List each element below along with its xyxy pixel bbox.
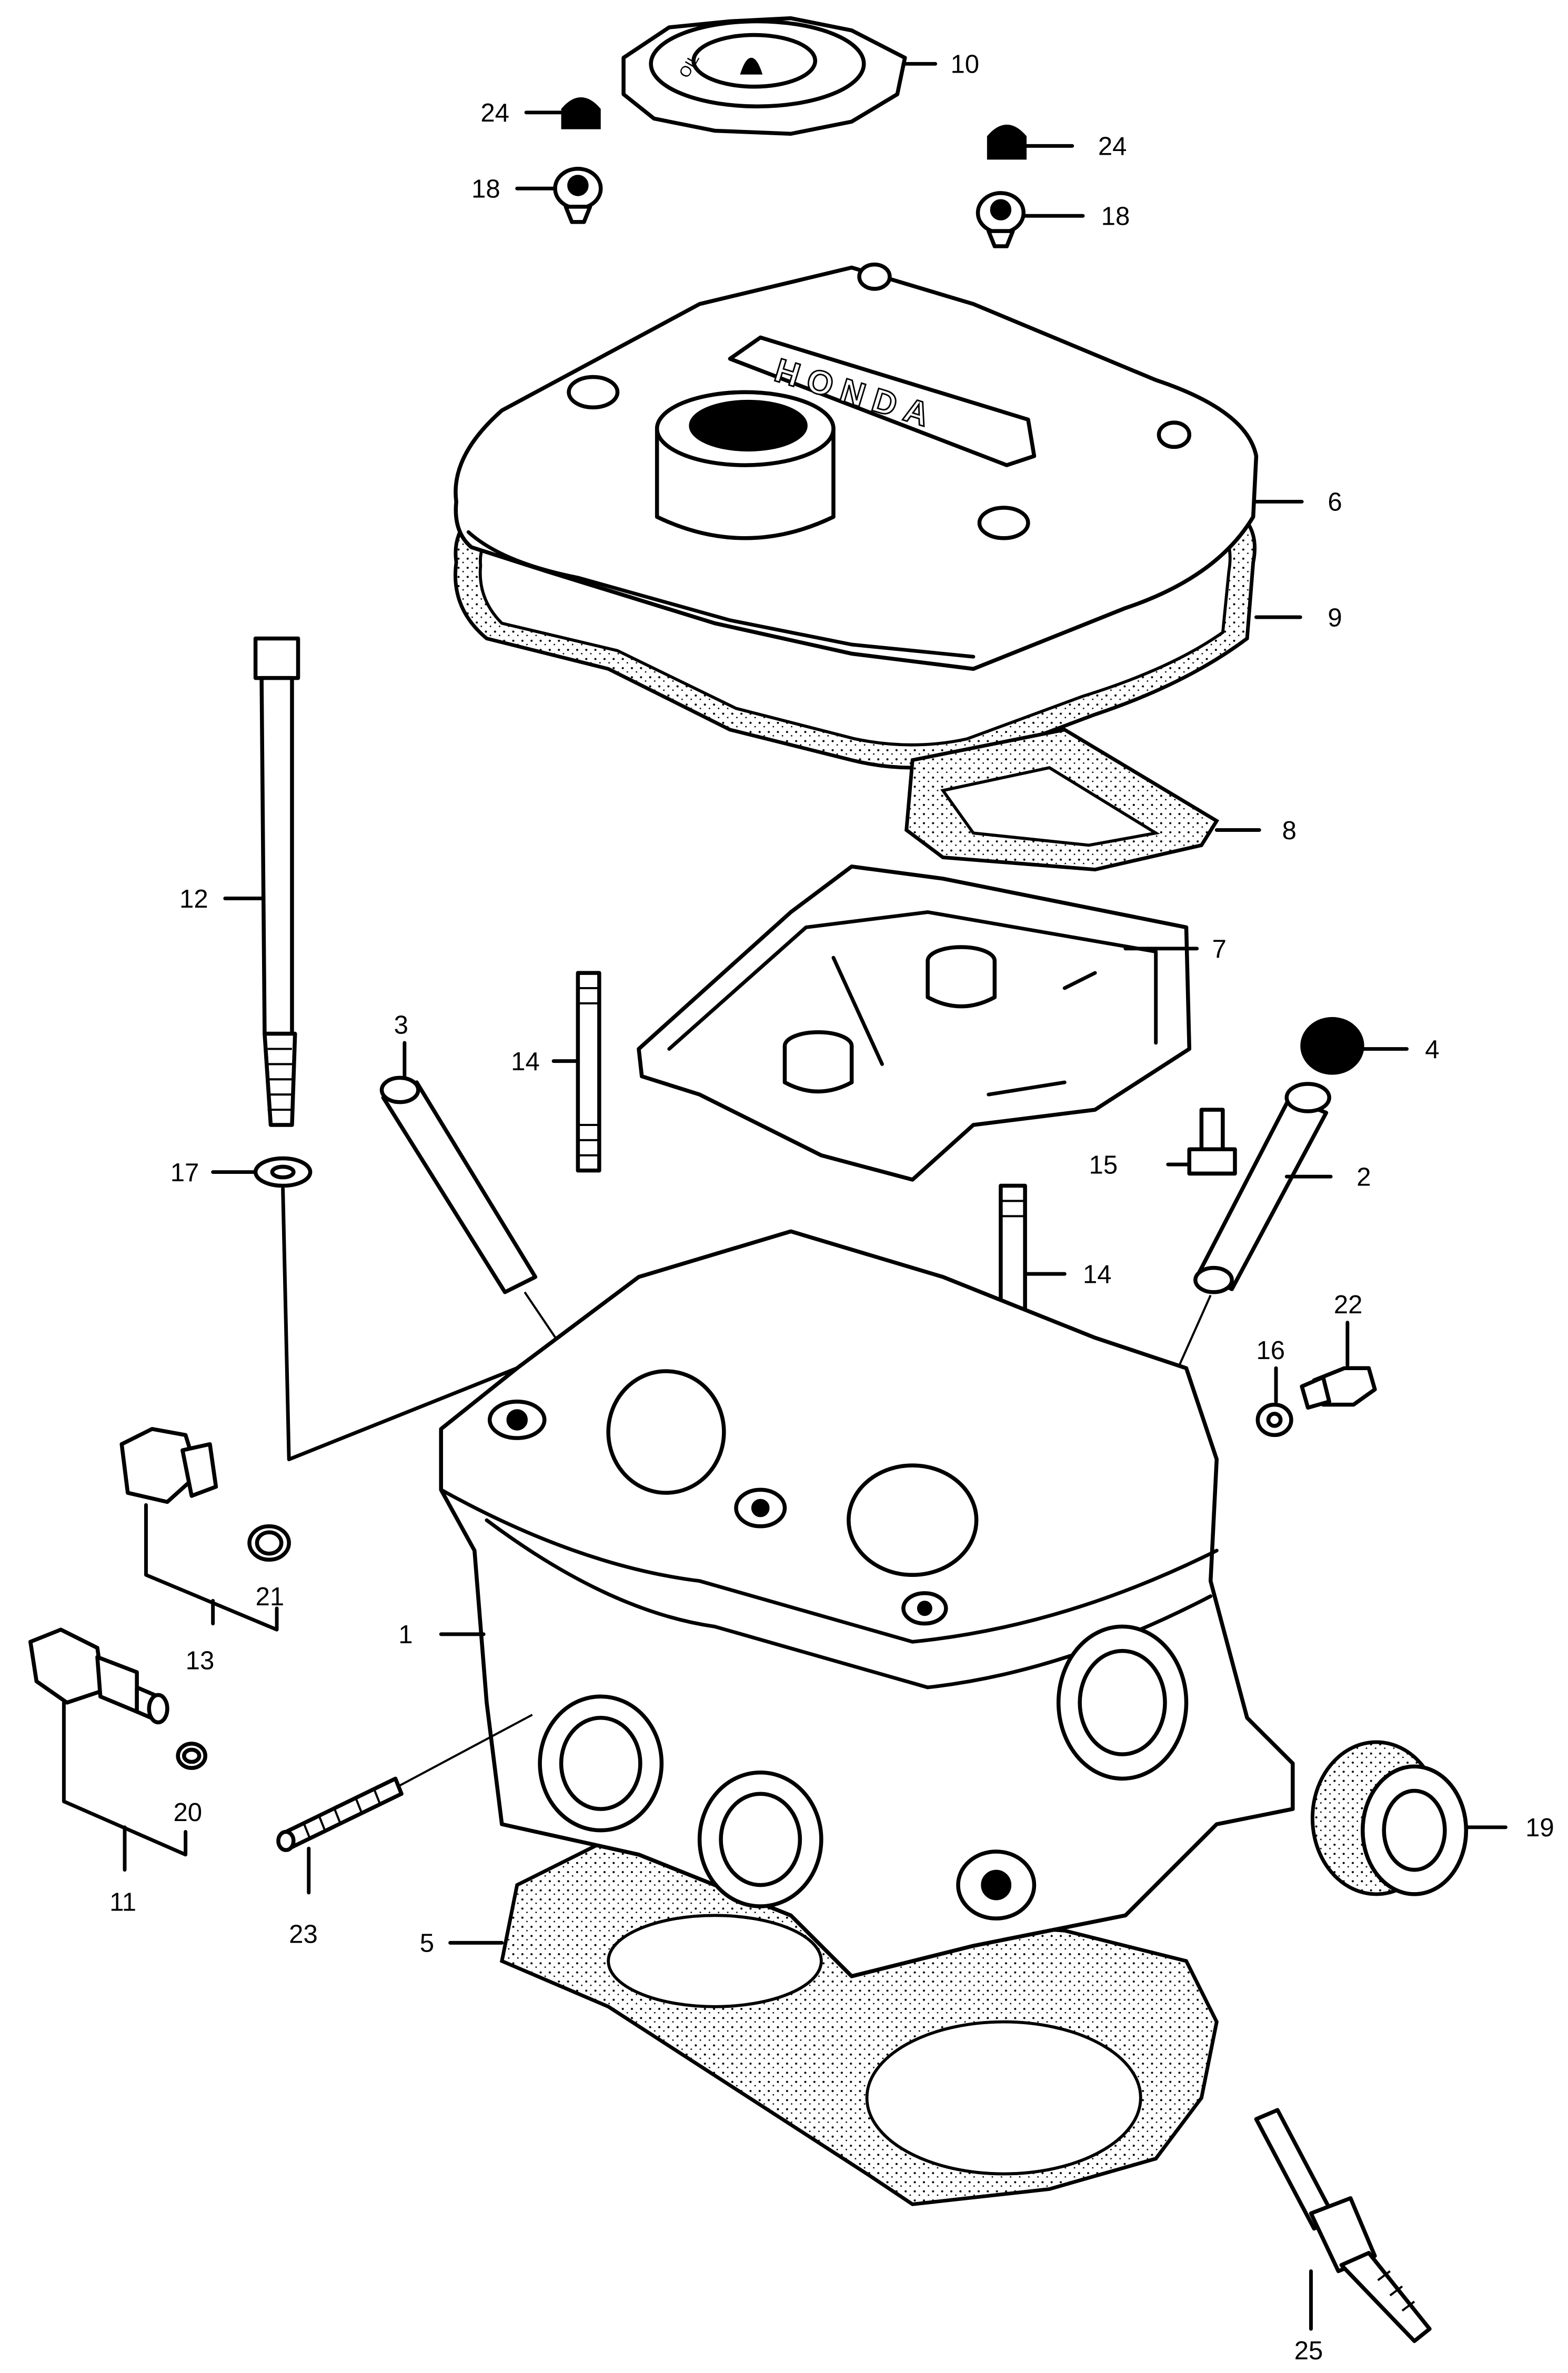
cylinder-head-cover: HONDA	[454, 262, 1259, 671]
callout-12: 12	[179, 885, 208, 913]
cylinder-head-gasket	[499, 1822, 1219, 2206]
callout-3: 3	[394, 1011, 408, 1040]
flange-bolt	[1187, 1108, 1237, 1176]
long-stud-2	[1193, 1082, 1331, 1294]
callout-18-right: 18	[1101, 203, 1130, 231]
callout-4: 4	[1425, 1035, 1439, 1064]
callout-2: 2	[1356, 1163, 1371, 1192]
cap-nut-4	[1300, 1017, 1364, 1075]
washer-16	[1255, 1402, 1293, 1437]
callout-6: 6	[1328, 488, 1342, 517]
oil-seal	[1310, 1740, 1469, 1896]
cap-nut-left	[561, 97, 601, 129]
callout-24-left: 24	[480, 99, 509, 127]
callout-17: 17	[170, 1159, 199, 1187]
callout-25: 25	[1294, 2337, 1323, 2365]
callout-21: 21	[256, 1583, 285, 1611]
callout-15: 15	[1089, 1151, 1118, 1179]
o-ring-21	[247, 1524, 291, 1562]
callout-18-left: 18	[471, 175, 500, 204]
o-ring-20	[176, 1742, 207, 1770]
washer-17	[253, 1156, 313, 1188]
bolt-22	[1300, 1366, 1377, 1410]
temperature-sensor	[28, 1627, 169, 1725]
callout-24-right: 24	[1098, 133, 1127, 161]
callout-1: 1	[398, 1621, 413, 1649]
callout-10: 10	[950, 51, 979, 79]
callout-22: 22	[1334, 1291, 1363, 1319]
callout-16: 16	[1256, 1336, 1285, 1365]
callout-5: 5	[420, 1929, 434, 1958]
separator-gasket	[904, 728, 1220, 872]
callout-19: 19	[1525, 1814, 1554, 1842]
oil-filler-cap: OIL	[621, 16, 907, 136]
callout-13: 13	[186, 1646, 215, 1675]
callout-23: 23	[289, 1920, 318, 1948]
callout-14-upper: 14	[511, 1048, 540, 1076]
callout-8: 8	[1282, 817, 1296, 845]
spark-plug	[1254, 2108, 1432, 2344]
dowel-pipe	[379, 1075, 538, 1294]
callout-14-lower: 14	[1083, 1260, 1112, 1289]
breather-separator	[637, 864, 1192, 1182]
long-bolt	[253, 636, 300, 1127]
callout-9: 9	[1328, 604, 1342, 632]
stud-bolt-short	[276, 1776, 404, 1852]
cap-nut-right	[987, 124, 1027, 160]
callout-7: 7	[1212, 935, 1227, 963]
sealing-bolt	[119, 1427, 218, 1504]
callout-11: 11	[109, 1888, 136, 1917]
cylinder-head	[439, 1229, 1295, 1978]
callout-20: 20	[174, 1798, 203, 1827]
grommet-right	[976, 191, 1026, 248]
stud-bolt-upper	[576, 971, 601, 1173]
grommet-left	[553, 166, 603, 224]
